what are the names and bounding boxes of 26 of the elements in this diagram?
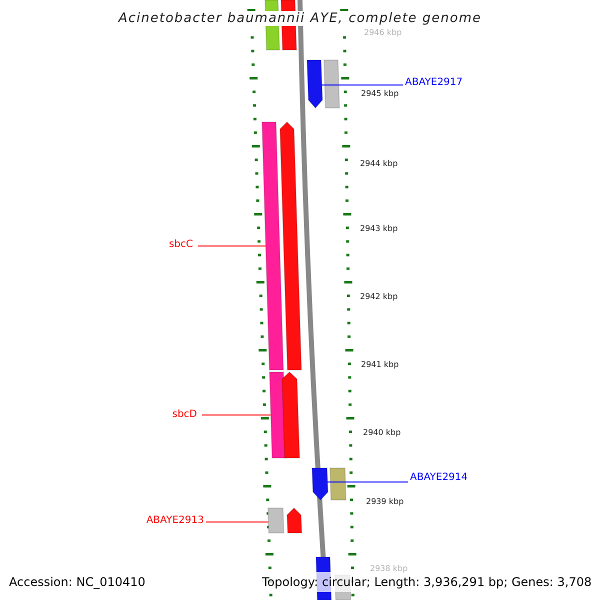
genome-info-text: Topology: circular; Length: 3,936,291 bp; Genes: 3,708 (262, 576, 592, 588)
gene-block (311, 468, 328, 501)
gene-block (329, 468, 346, 500)
tick-label: 2939 kbp (366, 498, 404, 506)
gene-block (286, 507, 302, 534)
tick-label: 2941 kbp (361, 361, 399, 369)
title: Acinetobacter baumannii AYE, complete genome (118, 11, 482, 26)
gene-label: ABAYE2917 (405, 78, 463, 88)
accession-text: Accession: NC_010410 (9, 576, 146, 588)
leader-line (321, 84, 404, 86)
gene-block (267, 508, 284, 534)
gene-block (282, 371, 300, 458)
leader-line (202, 414, 272, 416)
gene-block (306, 60, 323, 109)
gene-block (323, 60, 340, 108)
tick-label: 2943 kbp (360, 225, 398, 233)
tick-label: 2942 kbp (360, 293, 398, 301)
gene-label: ABAYE2914 (410, 473, 468, 483)
gene-label: sbcC (168, 240, 193, 250)
tick-label: 2940 kbp (363, 429, 401, 437)
gene-label: sbcD (172, 410, 197, 420)
tick-label: 2945 kbp (361, 90, 399, 98)
gene-label: ABAYE2913 (146, 516, 204, 526)
tick-label: 2944 kbp (360, 160, 398, 168)
tick-label: 2938 kbp (370, 565, 408, 573)
tick-label: 2946 kbp (364, 29, 402, 37)
